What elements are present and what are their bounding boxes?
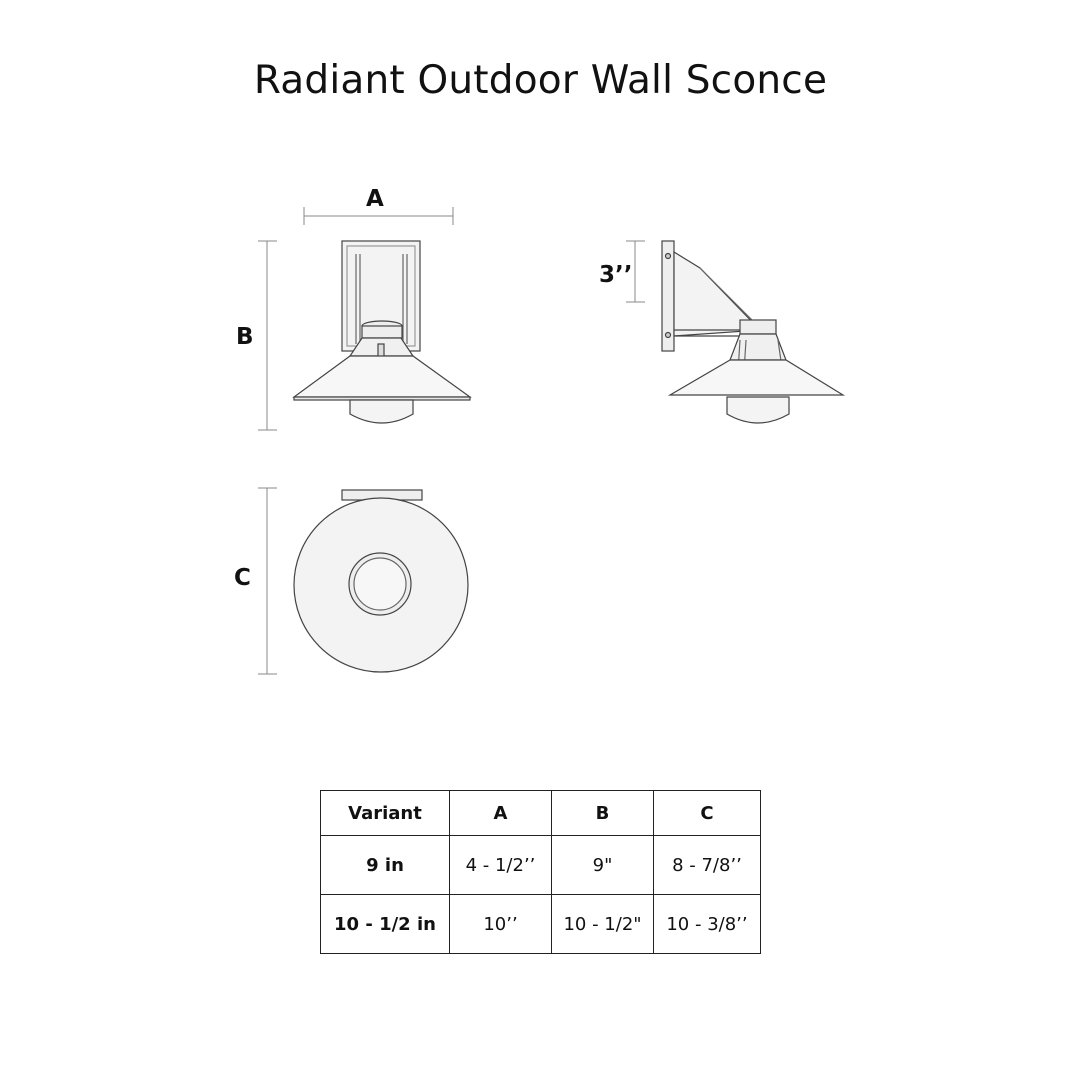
header-a: A <box>449 790 552 836</box>
dimension-line-a <box>303 207 454 225</box>
cell-variant: 10 - 1/2 in <box>320 894 450 954</box>
dimension-label-b: B <box>236 324 254 350</box>
table-row: 9 in 4 - 1/2’’ 9" 8 - 7/8’’ <box>320 835 761 895</box>
technical-drawing <box>258 207 846 675</box>
header-variant: Variant <box>320 790 450 836</box>
front-view <box>292 240 472 424</box>
cell-b: 10 - 1/2" <box>551 894 654 954</box>
page-title: Radiant Outdoor Wall Sconce <box>253 58 828 103</box>
cell-c: 8 - 7/8’’ <box>653 835 761 895</box>
cell-a: 10’’ <box>449 894 552 954</box>
dimension-line-depth <box>626 240 645 303</box>
cell-a: 4 - 1/2’’ <box>449 835 552 895</box>
cell-b: 9" <box>551 835 654 895</box>
dimensions-table: Variant A B C 9 in 4 - 1/2’’ 9" 8 - 7/8’… <box>320 790 761 954</box>
cell-c: 10 - 3/8’’ <box>653 894 761 954</box>
header-c: C <box>653 790 761 836</box>
dimension-label-a: A <box>366 186 384 212</box>
table-row: 10 - 1/2 in 10’’ 10 - 1/2" 10 - 3/8’’ <box>320 894 761 954</box>
top-view <box>293 489 469 673</box>
side-view <box>661 240 846 424</box>
dimension-label-c: C <box>234 565 251 591</box>
dimension-line-b <box>258 240 277 431</box>
cell-variant: 9 in <box>320 835 450 895</box>
dimension-label-depth: 3’’ <box>599 262 633 288</box>
table-header-row: Variant A B C <box>320 790 761 836</box>
header-b: B <box>551 790 654 836</box>
dimension-line-c <box>258 487 277 675</box>
